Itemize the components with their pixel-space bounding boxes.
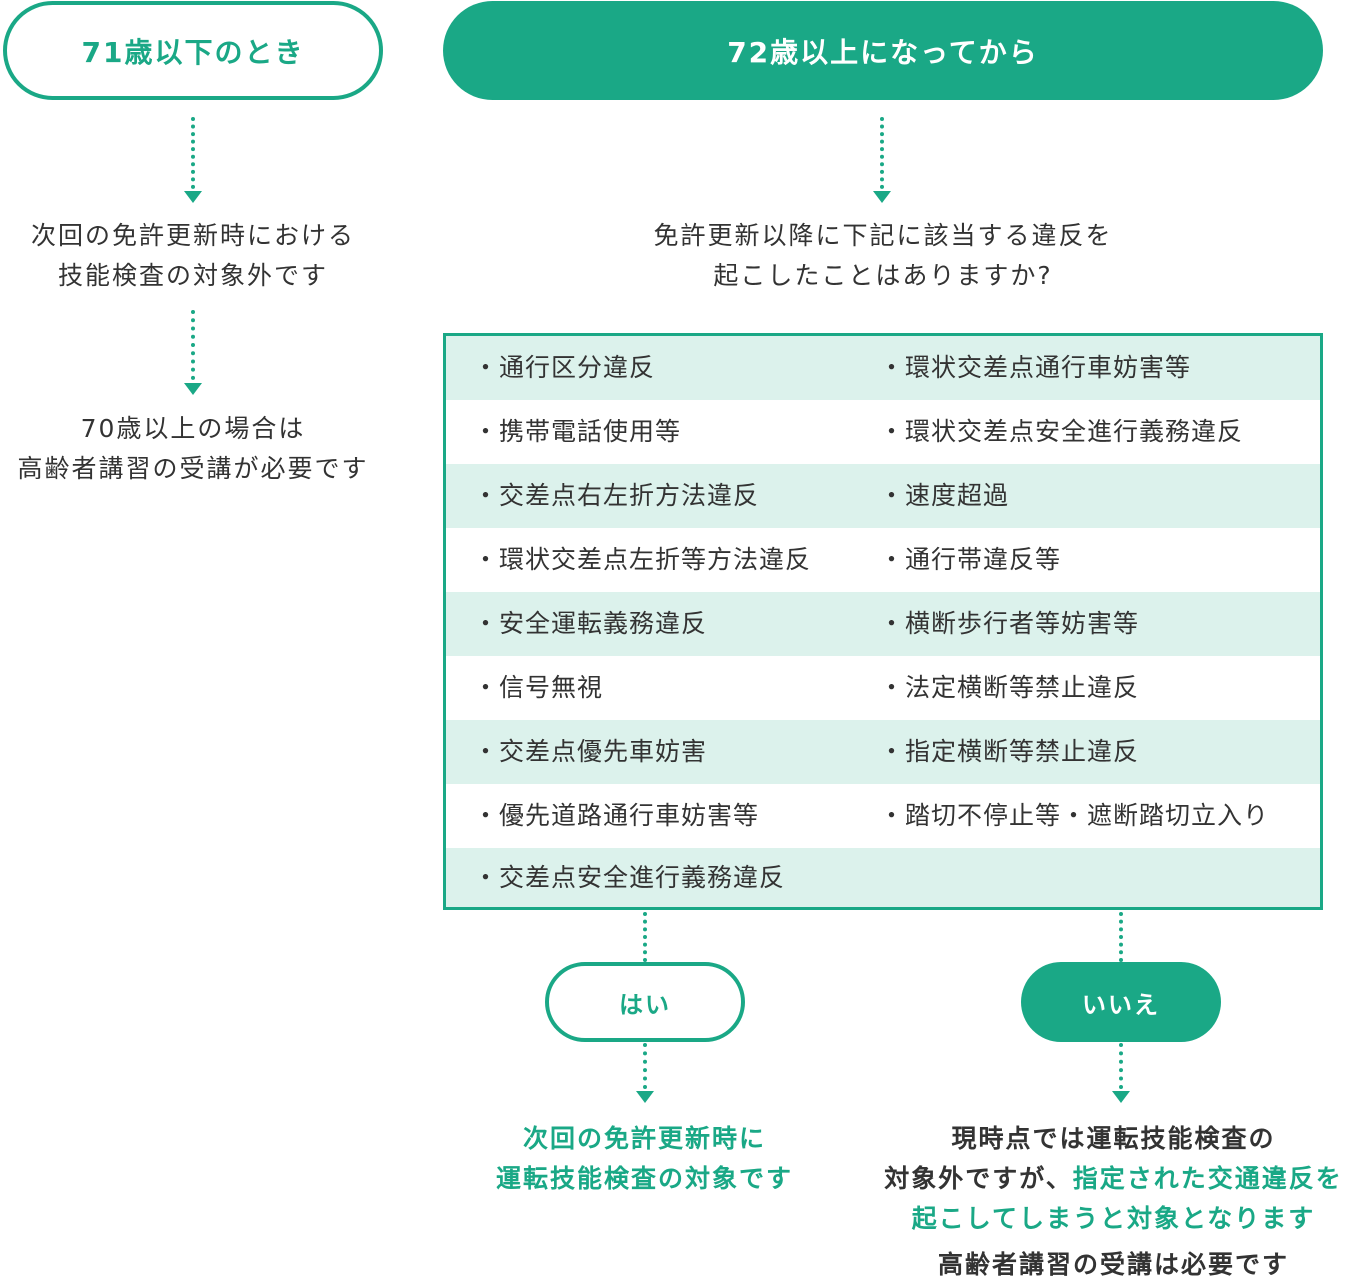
table-row: ・安全運転義務違反 ・横断歩行者等妨害等 [446, 592, 1320, 656]
yes-pill: はい [545, 962, 745, 1042]
left-step2-line1: 70歳以上の場合は [80, 414, 306, 443]
connector-dots [1119, 912, 1123, 962]
arrow-down-icon [636, 1091, 654, 1103]
violation-item: ・指定横断等禁止違反 [879, 737, 1140, 766]
yes-result-line2: 運転技能検査の対象です [495, 1164, 793, 1193]
violation-item: ・環状交差点安全進行義務違反 [879, 417, 1244, 446]
violation-item: ・環状交差点左折等方法違反 [473, 545, 812, 574]
left-step2-text: 70歳以上の場合は 高齢者講習の受講が必要です [0, 409, 386, 489]
table-row: ・交差点右左折方法違反 ・速度超過 [446, 464, 1320, 528]
table-row: ・交差点安全進行義務違反 [446, 848, 1320, 907]
yes-result-text: 次回の免許更新時に 運転技能検査の対象です [443, 1119, 846, 1199]
no-result-line2-plain: 対象外ですが、 [884, 1164, 1073, 1193]
violation-item: ・通行区分違反 [473, 353, 656, 382]
question-text: 免許更新以降に下記に該当する違反を 起こしたことはありますか? [443, 216, 1323, 296]
question-line2: 起こしたことはありますか? [713, 261, 1053, 290]
table-row: ・通行区分違反 ・環状交差点通行車妨害等 [446, 336, 1320, 400]
question-line1: 免許更新以降に下記に該当する違反を [653, 221, 1113, 250]
arrow-down-icon [184, 191, 202, 203]
violation-item: ・横断歩行者等妨害等 [879, 609, 1140, 638]
connector-dots [643, 912, 647, 962]
left-step1-line2: 技能検査の対象外です [57, 261, 328, 290]
no-result-line2: 対象外ですが、指定された交通違反を [866, 1159, 1361, 1199]
age-72-over-pill: 72歳以上になってから [443, 1, 1323, 100]
connector-dots [643, 1043, 647, 1089]
violation-item: ・交差点安全進行義務違反 [473, 863, 786, 892]
table-row: ・携帯電話使用等 ・環状交差点安全進行義務違反 [446, 400, 1320, 464]
left-step2-line2: 高齢者講習の受講が必要です [17, 454, 369, 483]
violation-item: ・通行帯違反等 [879, 545, 1062, 574]
table-row: ・優先道路通行車妨害等 ・踏切不停止等・遮断踏切立入り [446, 784, 1320, 848]
table-row: ・環状交差点左折等方法違反 ・通行帯違反等 [446, 528, 1320, 592]
connector-dots [880, 117, 884, 189]
arrow-down-icon [873, 191, 891, 203]
violation-item: ・携帯電話使用等 [473, 417, 682, 446]
violations-table: ・通行区分違反 ・環状交差点通行車妨害等 ・携帯電話使用等 ・環状交差点安全進行… [443, 333, 1323, 910]
yes-result-line1: 次回の免許更新時に [522, 1124, 766, 1153]
no-pill: いいえ [1021, 962, 1221, 1042]
no-result-line4: 高齢者講習の受講は必要です [937, 1250, 1289, 1279]
violation-item: ・踏切不停止等・遮断踏切立入り [879, 801, 1270, 830]
violation-item: ・環状交差点通行車妨害等 [879, 353, 1192, 382]
violation-item: ・法定横断等禁止違反 [879, 673, 1140, 702]
violation-item: ・交差点優先車妨害 [473, 737, 708, 766]
no-result-line3: 起こしてしまうと対象となります [911, 1204, 1316, 1233]
no-result-line2-highlight: 指定された交通違反を [1072, 1164, 1343, 1193]
table-row: ・交差点優先車妨害 ・指定横断等禁止違反 [446, 720, 1320, 784]
connector-dots [1119, 1043, 1123, 1089]
left-step1-line1: 次回の免許更新時における [30, 221, 355, 250]
age-71-under-pill: 71歳以下のとき [3, 1, 383, 100]
arrow-down-icon [1112, 1091, 1130, 1103]
connector-dots [191, 310, 195, 380]
violation-item: ・信号無視 [473, 673, 604, 702]
left-step1-text: 次回の免許更新時における 技能検査の対象外です [0, 216, 386, 296]
no-result-text: 現時点では運転技能検査の 対象外ですが、指定された交通違反を 起こしてしまうと対… [866, 1119, 1361, 1285]
violation-item: ・交差点右左折方法違反 [473, 481, 760, 510]
table-row: ・信号無視 ・法定横断等禁止違反 [446, 656, 1320, 720]
violation-item: ・優先道路通行車妨害等 [473, 801, 760, 830]
violation-item: ・安全運転義務違反 [473, 609, 708, 638]
arrow-down-icon [184, 383, 202, 395]
violation-item: ・速度超過 [879, 481, 1010, 510]
connector-dots [191, 117, 195, 189]
no-result-line1: 現時点では運転技能検査の [951, 1124, 1276, 1153]
